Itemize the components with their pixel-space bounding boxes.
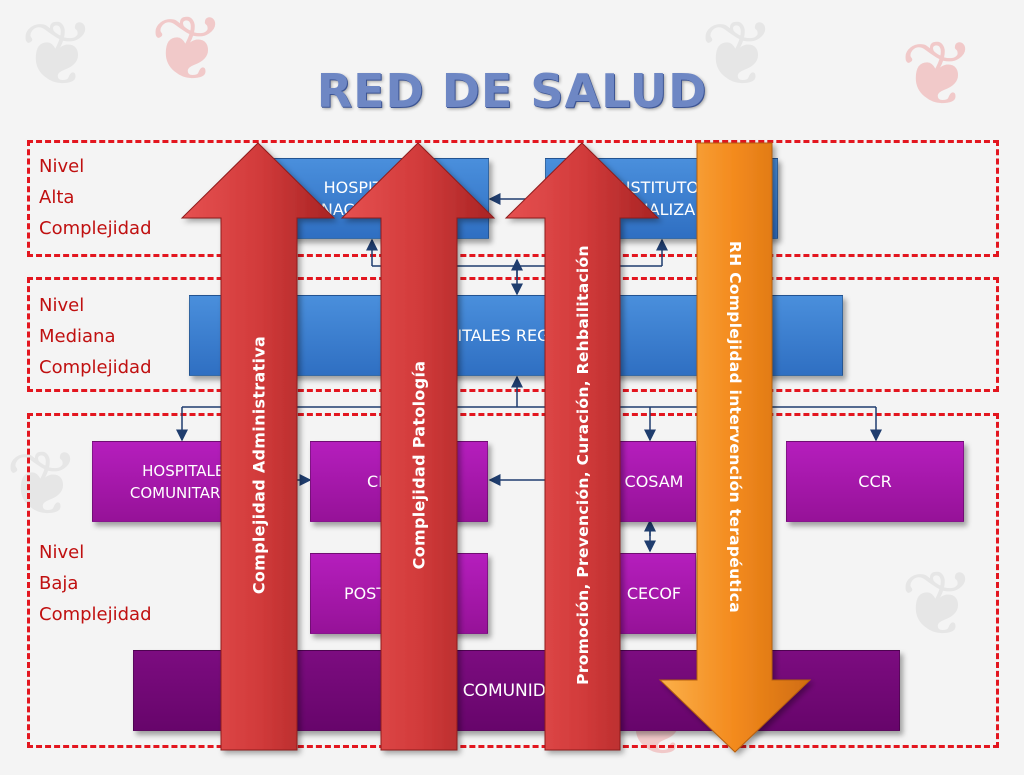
level-label-baja: Nivel Baja Complejidad — [39, 542, 152, 625]
background-leaf: ❦ — [700, 5, 776, 105]
arrow-label-administrativa: Complejidad Administrativa — [249, 335, 269, 595]
level-label-mediana: Nivel Mediana Complejidad — [39, 295, 152, 378]
background-leaf: ❦ — [5, 435, 81, 535]
background-leaf: ❦ — [900, 555, 976, 655]
arrow-complejidad-administrativa — [180, 142, 336, 751]
arrow-label-patologia: Complejidad Patología — [409, 360, 429, 570]
background-leaf: ❦ — [150, 0, 226, 100]
zone-baja-complejidad — [27, 413, 999, 748]
cosam-box: COSAM — [612, 441, 696, 522]
zone-alta-complejidad — [27, 140, 999, 257]
page-title: RED DE SALUD — [316, 64, 708, 118]
arrow-label-promocion: Promoción, Prevención, Curación, Rehbail… — [574, 245, 592, 685]
arrow-complejidad-patologia — [340, 142, 496, 751]
zone-mediana-complejidad — [27, 277, 999, 392]
background-leaf: ❦ — [20, 5, 96, 105]
level-label-alta: Nivel Alta Complejidad — [39, 156, 152, 239]
cecof-box: CECOF — [612, 553, 696, 634]
arrow-promocion-prevencion — [504, 142, 660, 751]
arrow-label-rh: RH Complejidad intervención terapéutica — [726, 241, 744, 613]
arrow-rh-complejidad — [658, 142, 812, 753]
ccr-box: CCR — [786, 441, 964, 522]
background-leaf: ❦ — [900, 25, 976, 125]
